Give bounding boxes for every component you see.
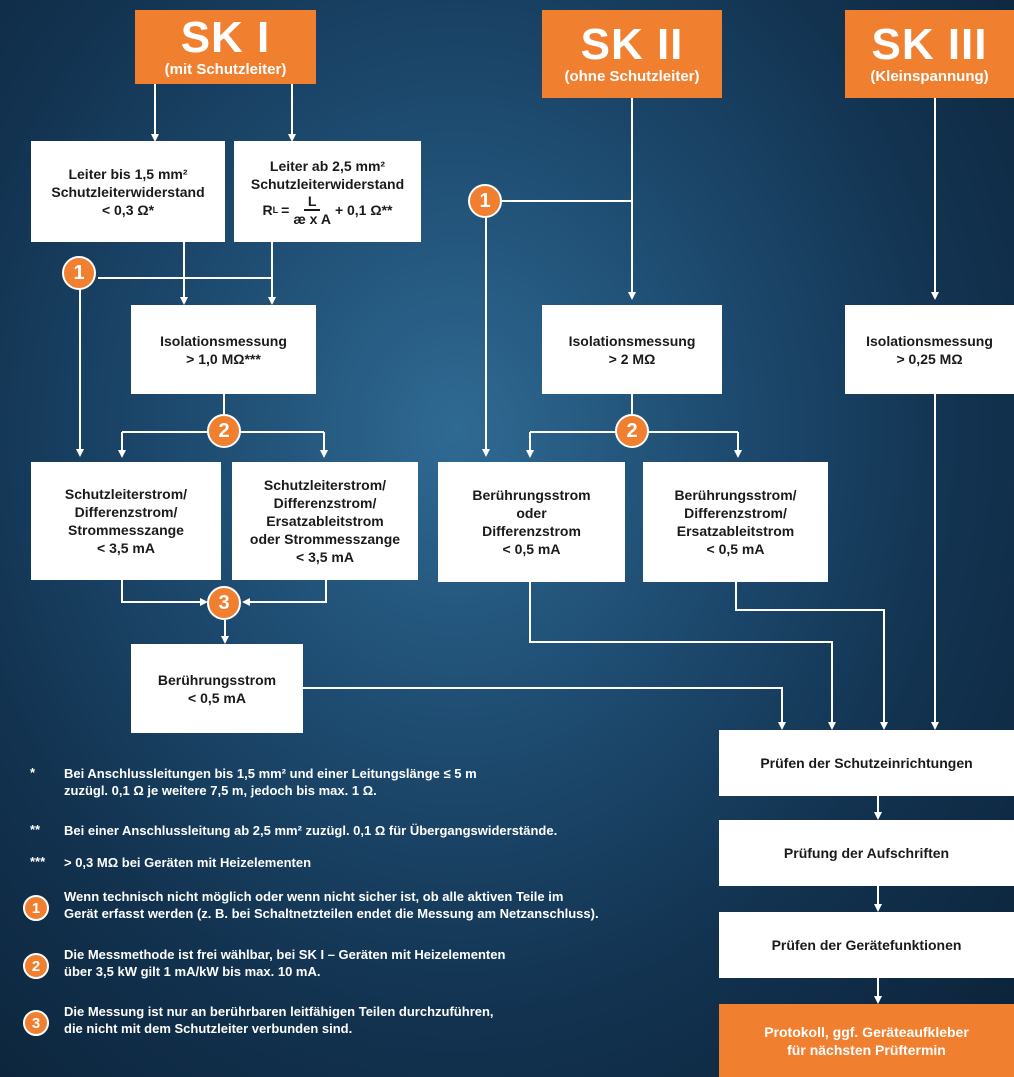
box-line: für nächsten Prüftermin xyxy=(787,1041,946,1058)
formula-fraction: L æ x A xyxy=(293,193,331,227)
legend-badge-three: 3 xyxy=(23,1010,49,1036)
footnote-2-text: Bei einer Anschlussleitung ab 2,5 mm² zu… xyxy=(64,823,558,838)
header-sk3: SK III (Kleinspannung) xyxy=(845,10,1014,98)
header-sk2: SK II (ohne Schutzleiter) xyxy=(542,10,722,98)
legend-line: die nicht mit dem Schutzleiter verbunden… xyxy=(64,1021,353,1036)
box-line: Differenzstrom xyxy=(482,523,581,539)
formula-tail: + 0,1 Ω** xyxy=(334,201,393,218)
box-pruefung-aufschriften: Prüfung der Aufschriften xyxy=(719,820,1014,886)
header-sk3-title: SK III xyxy=(871,20,988,69)
box-line: Strommesszange xyxy=(68,522,184,538)
box-line: < 0,5 mA xyxy=(706,541,765,557)
box-line: Prüfung der Aufschriften xyxy=(783,845,950,861)
box-line: Differenzstrom/ xyxy=(74,504,178,520)
box-line: Prüfen der Schutzeinrichtungen xyxy=(760,755,973,771)
badge-two-sk1: 2 xyxy=(207,414,241,448)
formula-r: R xyxy=(262,201,273,218)
badge-three-sk1: 3 xyxy=(207,586,241,620)
badge-two-sk2: 2 xyxy=(615,414,649,448)
box-leiter-bis-1-5: Leiter bis 1,5 mm² Schutzleiterwiderstan… xyxy=(31,141,225,242)
formula-numerator: L xyxy=(303,193,321,211)
box-line: Ersatzableitstrom xyxy=(266,513,384,529)
box-line: > 2 MΩ xyxy=(608,350,656,367)
box-isolation-sk3: Isolationsmessung > 0,25 MΩ xyxy=(845,305,1014,394)
box-isolation-sk1: Isolationsmessung > 1,0 MΩ*** xyxy=(131,305,316,394)
legend-badge-one: 1 xyxy=(23,895,49,921)
box-line: Berührungsstrom xyxy=(157,671,277,688)
footnote-3-text: > 0,3 MΩ bei Geräten mit Heizelementen xyxy=(64,855,312,870)
header-sk2-subtitle: (ohne Schutzleiter) xyxy=(564,68,700,85)
box-line: Differenzstrom/ xyxy=(684,505,787,521)
box-line: Protokoll, ggf. Geräteaufkleber xyxy=(764,1023,969,1040)
box-protokoll: Protokoll, ggf. Geräteaufkleber für näch… xyxy=(719,1004,1014,1077)
legend-three-text: Die Messung ist nur an berührbaren leitf… xyxy=(64,1003,494,1037)
box-line: Differenzstrom/ xyxy=(273,495,377,511)
header-sk1: SK I (mit Schutzleiter) xyxy=(135,10,316,84)
box-line: < 0,5 mA xyxy=(502,541,561,557)
header-sk2-title: SK II xyxy=(580,20,684,69)
formula-r-sub: L xyxy=(272,204,279,215)
legend-two-text: Die Messmethode ist frei wählbar, bei SK… xyxy=(64,946,505,980)
footnote-2-mark: ** xyxy=(30,822,41,837)
box-pruefen-geraetefunktionen: Prüfen der Gerätefunktionen xyxy=(719,912,1014,978)
footnote-line: Bei Anschlussleitungen bis 1,5 mm² und e… xyxy=(64,766,477,781)
box-pruefen-schutzeinrichtungen: Prüfen der Schutzeinrichtungen xyxy=(719,730,1014,796)
badge-one-sk2: 1 xyxy=(468,184,502,218)
box-line: < 0,5 mA xyxy=(188,689,246,706)
footnote-1-mark: * xyxy=(30,765,36,780)
legend-line: über 3,5 kW gilt 1 mA/kW bis max. 10 mA. xyxy=(64,964,321,979)
legend-line: Wenn technisch nicht möglich oder wenn n… xyxy=(64,889,564,904)
box-line: Berührungsstrom xyxy=(472,487,591,503)
box-line: > 0,25 MΩ xyxy=(896,350,963,367)
legend-badge-two: 2 xyxy=(23,953,49,979)
box-line: Isolationsmessung xyxy=(866,332,993,349)
box-isolation-sk2: Isolationsmessung > 2 MΩ xyxy=(542,305,722,394)
box-line: oder xyxy=(516,505,547,521)
header-sk3-subtitle: (Kleinspannung) xyxy=(870,68,989,85)
legend-line: Gerät erfasst werden (z. B. bei Schaltne… xyxy=(64,906,599,921)
box-line: oder Strommesszange xyxy=(249,531,401,547)
box-line: Leiter ab 2,5 mm² xyxy=(269,157,386,174)
formula-denominator: æ x A xyxy=(293,210,331,227)
box-line: Leiter bis 1,5 mm² xyxy=(68,165,188,182)
footnote-1-text: Bei Anschlussleitungen bis 1,5 mm² und e… xyxy=(64,765,477,799)
box-line: Schutzleiterstrom/ xyxy=(263,477,387,493)
box-beruehrungsstrom-2: Berührungsstrom/ Differenzstrom/ Ersatza… xyxy=(643,462,828,582)
box-line: < 3,5 mA xyxy=(296,549,354,565)
box-schutzleiterstrom-1: Schutzleiterstrom/ Differenzstrom/ Strom… xyxy=(31,462,221,580)
box-line: Schutzleiterwiderstand xyxy=(51,183,205,200)
box-line: Prüfen der Gerätefunktionen xyxy=(771,937,962,953)
box-line: < 3,5 mA xyxy=(97,540,155,556)
box-line: Isolationsmessung xyxy=(568,332,696,349)
box-line: Schutzleiterwiderstand xyxy=(250,175,405,192)
box-line: Ersatzableitstrom xyxy=(676,523,795,539)
box-line: Isolationsmessung xyxy=(160,332,287,349)
box-leiter-ab-2-5: Leiter ab 2,5 mm² Schutzleiterwiderstand… xyxy=(234,141,421,242)
legend-line: Die Messmethode ist frei wählbar, bei SK… xyxy=(64,947,506,962)
footnote-line: zuzügl. 0,1 Ω je weitere 7,5 m, jedoch b… xyxy=(64,783,377,798)
box-beruehrungsstrom-3: Berührungsstrom < 0,5 mA xyxy=(131,644,303,733)
header-sk1-subtitle: (mit Schutzleiter) xyxy=(164,61,287,78)
box-line: < 0,3 Ω* xyxy=(101,201,155,218)
box-line: Schutzleiterstrom/ xyxy=(64,486,188,502)
box-beruehrungsstrom-1: Berührungsstrom oder Differenzstrom < 0,… xyxy=(438,462,625,582)
box-line: Berührungsstrom/ xyxy=(674,487,797,503)
footnote-3-mark: *** xyxy=(30,854,46,869)
formula-eq: = xyxy=(281,201,290,218)
legend-line: Die Messung ist nur an berührbaren leitf… xyxy=(64,1004,494,1019)
badge-one-sk1: 1 xyxy=(62,256,96,290)
box-schutzleiterstrom-2: Schutzleiterstrom/ Differenzstrom/ Ersat… xyxy=(232,462,418,580)
header-sk1-title: SK I xyxy=(180,13,271,62)
box-line: > 1,0 MΩ*** xyxy=(186,350,261,367)
legend-one-text: Wenn technisch nicht möglich oder wenn n… xyxy=(64,888,599,922)
